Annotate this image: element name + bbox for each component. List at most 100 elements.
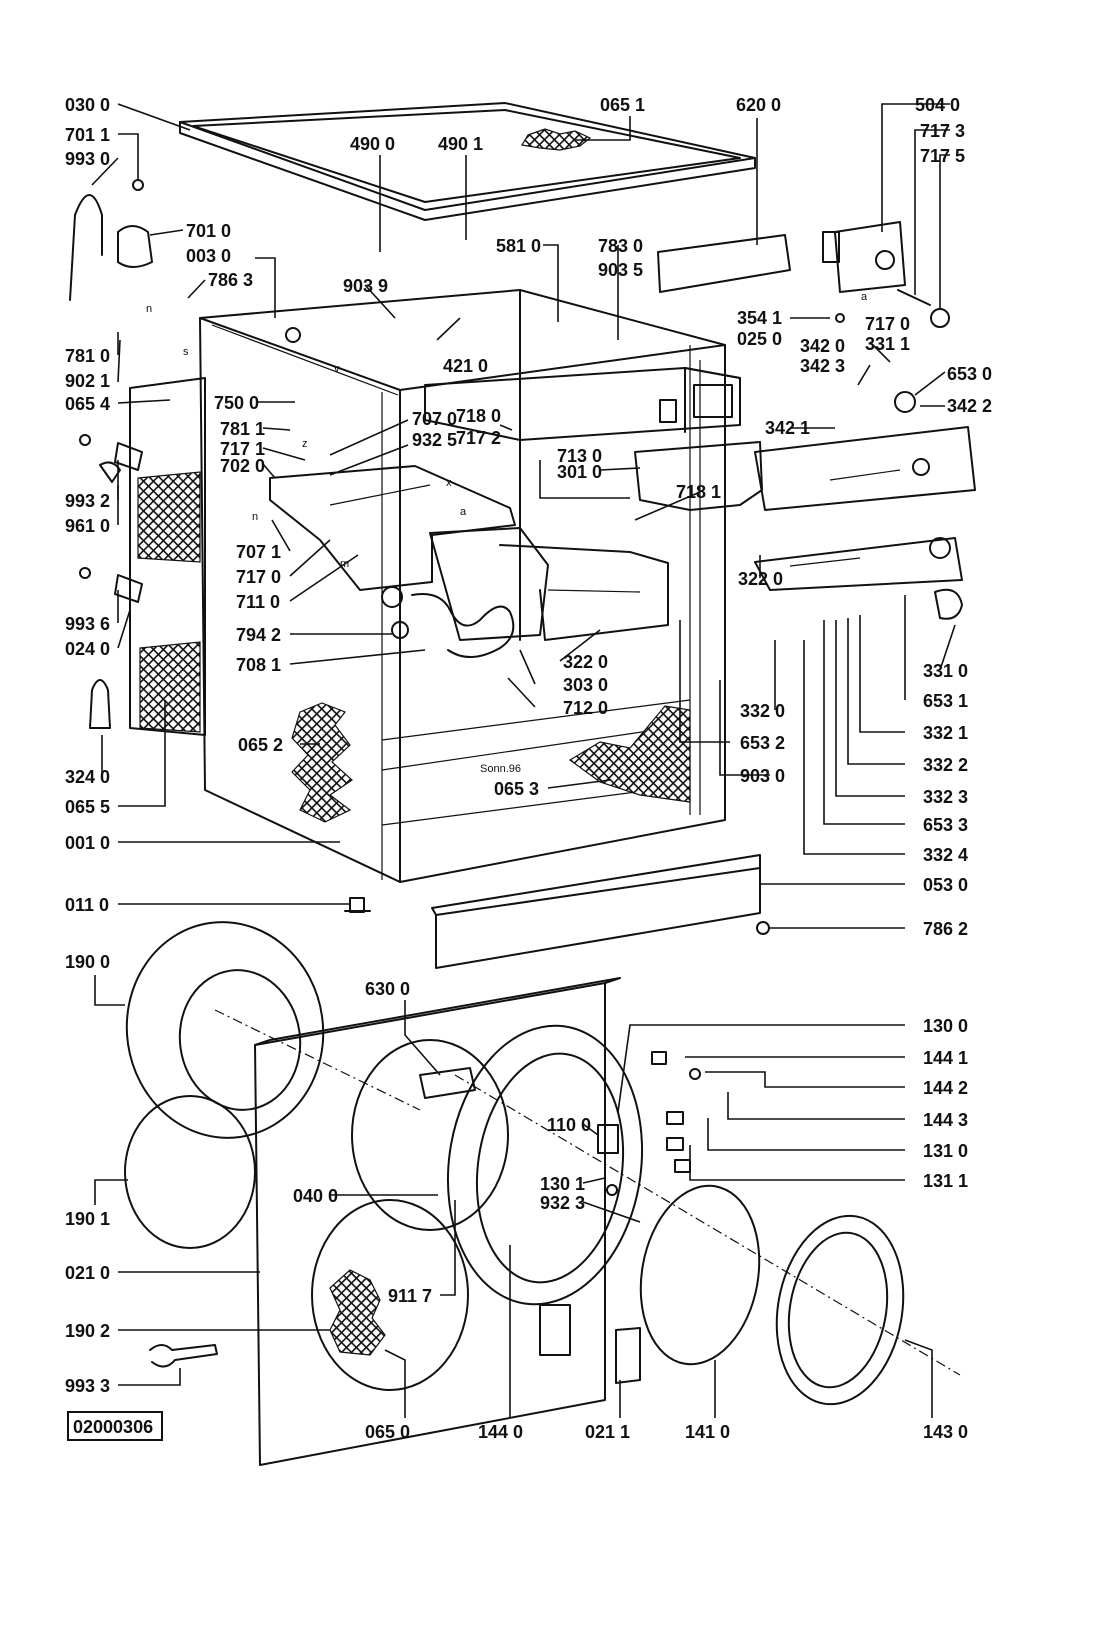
part-label: 110 0 [547,1115,591,1135]
part-label: 781 1 [220,419,265,439]
control-panel [424,367,976,591]
knob-and-buttons [835,313,963,620]
part-label: 620 0 [736,95,781,115]
part-label: 993 0 [65,149,110,169]
top-lid [179,102,756,221]
part-label: 011 0 [65,895,109,915]
part-label: 065 5 [65,797,110,817]
part-label: 021 0 [65,1263,110,1283]
part-label: 717 0 [236,567,281,587]
part-label: 131 1 [923,1171,968,1191]
front-panel [254,977,621,1466]
mark-a: a [460,506,467,518]
part-label: 332 3 [923,787,968,807]
part-label: 332 4 [923,845,968,865]
part-label: 717 2 [456,428,501,448]
part-label: 490 1 [438,134,483,154]
part-label: 342 1 [765,418,810,438]
left-side-panels [129,377,206,736]
part-label: 490 0 [350,134,395,154]
part-drawings: Sonn.96 [69,102,976,1466]
part-label: 653 3 [923,815,968,835]
assembly-axis [454,1074,961,1376]
part-label: 190 0 [65,952,110,972]
part-label: 504 0 [915,95,960,115]
part-label: 707 0 [412,409,457,429]
drawing-code: 02000306 [73,1417,153,1437]
part-label: 144 1 [923,1048,968,1068]
part-label: 712 0 [563,698,608,718]
part-label: 903 5 [598,260,643,280]
cabinet-body: Sonn.96 [199,289,726,883]
part-label: 025 0 [737,329,782,349]
part-label: 794 2 [236,625,281,645]
part-label: 653 2 [740,733,785,753]
detergent-drawer [269,465,669,658]
part-label: 065 1 [600,95,645,115]
part-label: 750 0 [214,393,259,413]
part-label: 717 0 [865,314,910,334]
part-label: 708 1 [236,655,281,675]
part-label: 711 0 [236,592,280,612]
drawing-code-box: 02000306 [67,1411,163,1441]
part-label: 701 0 [186,221,231,241]
part-label: 144 3 [923,1110,968,1130]
part-label: 911 7 [388,1286,432,1306]
part-label: 144 2 [923,1078,968,1098]
part-label: 331 1 [865,334,910,354]
part-label: 001 0 [65,833,110,853]
part-number-labels: 030 0 701 1 993 0 065 1 490 0 490 1 620 … [65,95,992,1442]
part-label: 781 0 [65,346,110,366]
mark-n2: n [252,511,258,523]
part-label: 717 3 [920,121,965,141]
hinge-parts [651,1051,701,1173]
assembly-axis-left [214,1009,421,1111]
part-label: 143 0 [923,1422,968,1442]
part-label: 065 4 [65,394,110,414]
leader-lines [91,103,956,1418]
part-label: 701 1 [65,125,110,145]
part-label: 331 0 [923,661,968,681]
part-label: 630 0 [365,979,410,999]
part-label: 354 1 [737,308,782,328]
part-label: 130 1 [540,1174,585,1194]
mark-a2: a [861,291,868,303]
mark-z: z [302,438,308,450]
mark-x: x [446,477,452,489]
tub-front-ring [125,921,325,1139]
part-label: 065 2 [238,735,283,755]
part-label: 993 2 [65,491,110,511]
part-label: 786 3 [208,270,253,290]
part-label: 301 0 [557,462,602,482]
part-label: 053 0 [923,875,968,895]
part-label: 783 0 [598,236,643,256]
part-label: 144 0 [478,1422,523,1442]
part-label: 932 3 [540,1193,585,1213]
left-small-parts [79,434,143,729]
part-label: 342 2 [947,396,992,416]
part-label: 713 0 [557,446,602,466]
part-label: 065 3 [494,779,539,799]
part-label: 141 0 [685,1422,730,1442]
part-label: 421 0 [443,356,488,376]
part-label: 332 2 [923,755,968,775]
part-label: 961 0 [65,516,110,536]
mark-n: n [146,303,152,315]
part-label: 717 5 [920,146,965,166]
inlet-valve [69,179,301,343]
part-label: 322 0 [738,569,783,589]
part-label: 993 6 [65,614,110,634]
part-label: 021 1 [585,1422,630,1442]
part-label: 653 0 [947,364,992,384]
part-label: 707 1 [236,542,281,562]
wrench [149,1344,218,1368]
part-label: 903 0 [740,766,785,786]
part-label: 653 1 [923,691,968,711]
part-label: 130 0 [923,1016,968,1036]
part-label: 332 1 [923,723,968,743]
part-label: 324 0 [65,767,110,787]
part-label: 024 0 [65,639,110,659]
part-label: 581 0 [496,236,541,256]
part-label: 040 0 [293,1186,338,1206]
